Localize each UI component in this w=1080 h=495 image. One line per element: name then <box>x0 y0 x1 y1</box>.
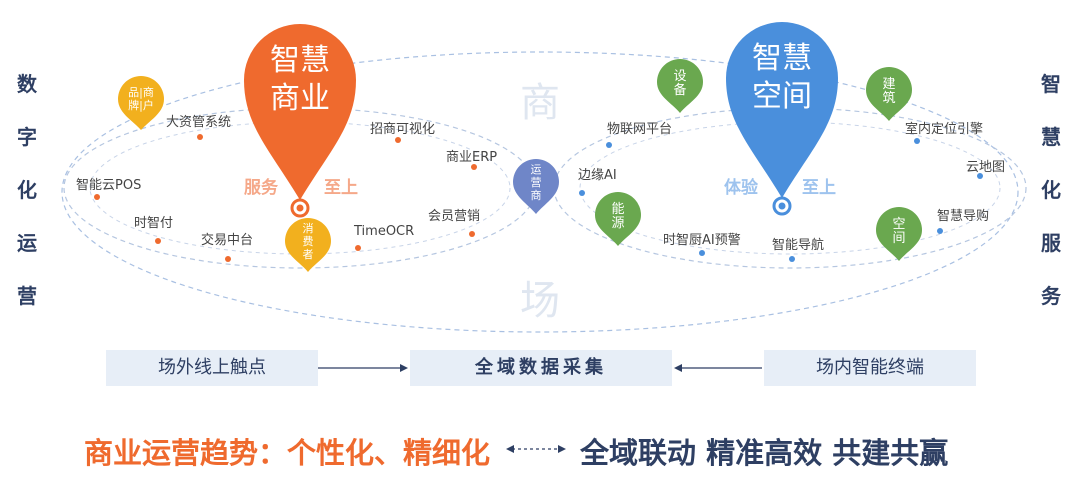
right-pin-title: 智慧 空间 <box>752 41 812 114</box>
label-navigation: 智能导航 <box>772 238 825 253</box>
pin-energy-label: 能 源 <box>611 202 625 231</box>
label-member-marketing: 会员营销 <box>428 209 481 224</box>
label-indoor-positioning: 室内定位引擎 <box>905 122 984 137</box>
left-tag-supreme: 至上 <box>324 178 358 198</box>
pin-device-shape <box>657 59 703 113</box>
left-tag-service: 服务 <box>244 178 278 198</box>
watermark-top: 商 <box>520 80 560 126</box>
slogan-right: 全域联动 精准高效 共建共赢 <box>580 436 949 470</box>
label-asset-mgmt: 大资管系统 <box>166 115 232 130</box>
pin-operator-label: 运 营 商 <box>530 163 542 202</box>
pin-energy-shape <box>595 192 641 246</box>
pin-brand-shape <box>118 76 164 130</box>
left-side-title: 数 字 化 运 营 <box>17 72 37 308</box>
box-data-collection: 全域数据采集 <box>410 350 672 386</box>
label-shopping-guide: 智慧导购 <box>937 209 990 224</box>
left-loop-inner <box>89 121 511 255</box>
left-pin-title: 智慧 商业 <box>270 43 330 116</box>
label-trade-platform: 交易中台 <box>201 233 254 248</box>
pin-operator-shape <box>513 159 559 214</box>
label-pay: 时智付 <box>134 216 174 231</box>
slogan-left: 商业运营趋势：个性化、精细化 <box>84 436 491 470</box>
pin-brand-label: 品|商 牌|户 <box>128 86 154 112</box>
box-offsite-touchpoints: 场外线上触点 <box>106 350 318 386</box>
right-loop-inner <box>579 121 1001 255</box>
label-pos: 智能云POS <box>76 178 142 193</box>
watermark-bottom: 场 <box>520 278 560 324</box>
pin-space-label: 空 间 <box>892 217 906 246</box>
pin-consumer-shape <box>285 218 331 272</box>
pin-device-label: 设 备 <box>673 69 687 98</box>
box-onsite-terminals: 场内智能终端 <box>764 350 976 386</box>
left-dots <box>94 134 477 262</box>
label-edge-ai: 边缘AI <box>578 168 617 183</box>
outer-ring <box>61 51 1019 333</box>
right-tag-experience: 体验 <box>724 178 758 198</box>
label-cloud-map: 云地图 <box>966 160 1006 175</box>
pin-building-label: 建 筑 <box>882 77 896 106</box>
label-iot: 物联网平台 <box>607 122 673 137</box>
pin-space-shape <box>876 207 922 261</box>
label-timeocr: TimeOCR <box>354 224 415 239</box>
label-leasing-visual: 招商可视化 <box>370 122 436 137</box>
pin-consumer-label: 消 费 者 <box>302 222 314 261</box>
right-side-title: 智 慧 化 服 务 <box>1041 72 1061 308</box>
label-erp: 商业ERP <box>446 150 498 165</box>
big-blue-pin <box>726 22 838 198</box>
label-kitchen-ai: 时智厨AI预警 <box>663 233 741 248</box>
pin-building-shape <box>866 67 912 121</box>
right-dots <box>579 138 983 262</box>
big-orange-pin <box>244 24 356 200</box>
right-tag-supreme: 至上 <box>802 178 836 198</box>
